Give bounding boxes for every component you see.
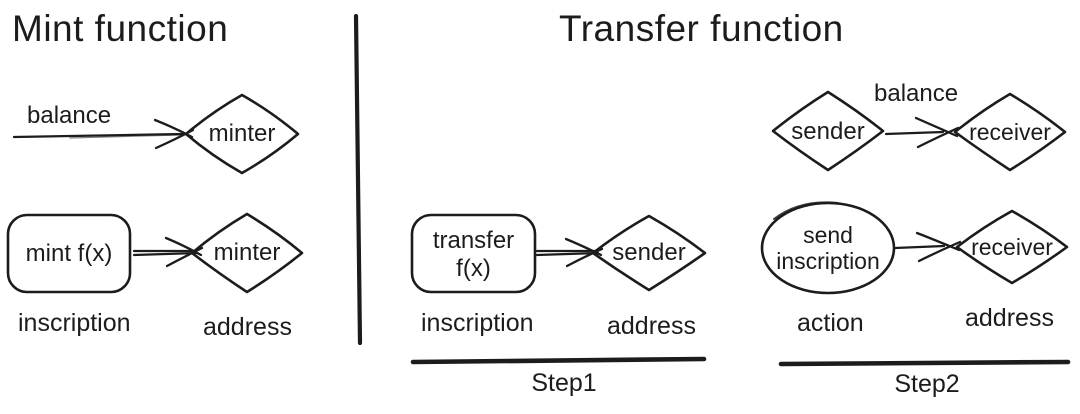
receiver-top-diamond-label: receiver [969, 119, 1051, 145]
minter-bottom-diamond [190, 212, 304, 294]
send-inscription-label-line1: send [803, 222, 853, 248]
send-inscription-ellipse-label: send inscription [762, 222, 894, 275]
step2-action-label: action [797, 309, 864, 337]
step2-underline [778, 359, 1071, 367]
sender-step2-diamond [771, 90, 885, 172]
sender-to-receiver-arrow [884, 116, 960, 149]
step2-caption: Step2 [894, 370, 960, 398]
mint-balance-arrow-label: balance [27, 102, 112, 129]
sender-step1-diamond-label: sender [612, 239, 686, 266]
receiver-top-diamond [953, 92, 1067, 172]
mint-box-label: mint f(x) [25, 240, 113, 267]
transfer-box-label-line2: f(x) [456, 254, 491, 282]
sender-step1-diamond [591, 214, 707, 292]
step1-address-label: address [607, 312, 696, 340]
minter-bottom-diamond-label: minter [213, 239, 281, 266]
step1-underline [410, 356, 707, 365]
sender-step2-diamond-label: sender [791, 118, 865, 145]
step1-caption: Step1 [531, 369, 597, 397]
mint-section-title: Mint function [12, 8, 229, 49]
section-divider-line [353, 13, 363, 346]
transfer-box-label-line1: transfer [432, 227, 515, 254]
transfer-to-sender-arrow [535, 237, 604, 268]
transfer-box-label: transfer f(x) [412, 227, 535, 282]
minter-top-diamond-label: minter [208, 120, 276, 147]
minter-top-diamond [184, 93, 300, 175]
inscription-to-receiver-arrow [893, 231, 962, 263]
receiver-bottom-diamond [955, 209, 1069, 285]
mint-box [6, 213, 132, 294]
receiver-bottom-diamond-label: receiver [971, 234, 1053, 260]
transfer-box [410, 213, 537, 294]
step1-inscription-label: inscription [421, 309, 534, 337]
step2-balance-arrow-label: balance [874, 80, 959, 107]
mint-to-minter-arrow [132, 236, 204, 268]
transfer-section-title: Transfer function [559, 8, 844, 49]
step2-address-label: address [965, 304, 1054, 332]
send-inscription-label-line2: inscription [776, 248, 880, 275]
mint-inscription-label: inscription [18, 309, 131, 337]
mint-address-label: address [203, 313, 292, 341]
